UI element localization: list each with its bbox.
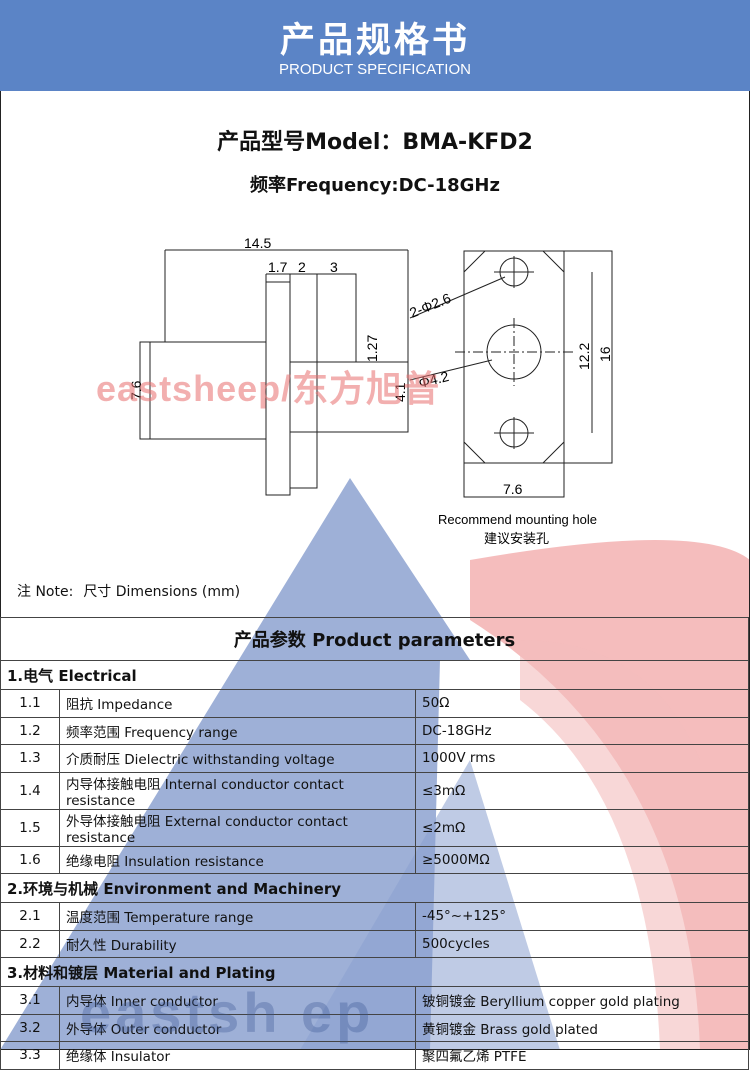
- param-name: 绝缘电阻 Insulation resistance: [59, 845, 416, 874]
- header-subtitle: PRODUCT SPECIFICATION: [279, 61, 471, 78]
- param-value: 500cycles: [415, 929, 749, 958]
- dim-center: Φ4.2: [417, 368, 451, 391]
- side-view: [139, 249, 409, 496]
- row-number: 1.2: [0, 716, 60, 745]
- param-name: 介质耐压 Dielectric withstanding voltage: [59, 744, 416, 773]
- dim-holes: 2-Φ2.6: [407, 290, 453, 321]
- param-value: -45°~+125°: [415, 902, 749, 931]
- row-number: 1.6: [0, 845, 60, 874]
- row-number: 1.1: [0, 689, 60, 718]
- note-dimensions: 尺寸 Dimensions (mm): [83, 584, 241, 600]
- drawing-caption-en: Recommend mounting hole: [438, 512, 597, 527]
- dim-c: 3: [330, 259, 338, 275]
- param-value: 50Ω: [415, 689, 749, 718]
- param-name: 耐久性 Durability: [59, 929, 416, 958]
- dimensions-note: 注 Note: 尺寸 Dimensions (mm): [17, 581, 250, 601]
- param-value: 黄铜镀金 Brass gold plated: [415, 1013, 749, 1042]
- param-value: DC-18GHz: [415, 716, 749, 745]
- param-value: 铍铜镀金 Beryllium copper gold plating: [415, 986, 749, 1015]
- dim-pitch: 12.2: [576, 343, 592, 370]
- param-value: ≥5000MΩ: [415, 845, 749, 874]
- note-label: 注 Note:: [17, 584, 74, 600]
- dim-height: 16: [597, 346, 613, 362]
- param-value: 1000V rms: [415, 744, 749, 773]
- row-number: 1.3: [0, 744, 60, 773]
- param-name: 阻抗 Impedance: [59, 689, 416, 718]
- dim-overall: 14.5: [244, 235, 271, 251]
- row-number: 1.4: [0, 771, 60, 810]
- dim-inner-dia: 4.1: [392, 382, 408, 402]
- frequency-title: 频率Frequency:DC-18GHz: [250, 175, 500, 196]
- row-number: 3.3: [0, 1041, 60, 1070]
- dim-width: 7.6: [503, 481, 523, 497]
- watermark-bottom: eastsh ep: [80, 981, 375, 1044]
- row-number: 1.5: [0, 808, 60, 847]
- dim-outer-dia: 7.6: [128, 380, 144, 400]
- section-row: 3.材料和镀层 Material and Plating: [0, 957, 749, 987]
- param-name: 温度范围 Temperature range: [59, 902, 416, 931]
- section-title: 2.环境与机械 Environment and Machinery: [0, 873, 749, 903]
- param-name: 外导体 Outer conductor: [59, 1013, 416, 1042]
- param-name: 频率范围 Frequency range: [59, 716, 416, 745]
- param-value: ≤2mΩ: [415, 808, 749, 847]
- section-row: 2.环境与机械 Environment and Machinery: [0, 873, 749, 903]
- param-name: 绝缘体 Insulator: [59, 1041, 416, 1070]
- technical-drawing: 14.5 1.7 2 3 7.6 1.27 4.1 2-Φ2.6 Φ4.2 12…: [128, 235, 613, 546]
- param-name: 内导体 Inner conductor: [59, 986, 416, 1015]
- section-row: 1.电气 Electrical: [0, 660, 749, 690]
- dim-pin-len: 1.27: [364, 335, 380, 362]
- params-caption-row: 产品参数 Product parameters: [0, 617, 749, 661]
- param-name: 外导体接触电阻 External conductor contact resis…: [59, 808, 416, 847]
- dim-b: 2: [298, 259, 306, 275]
- row-number: 2.2: [0, 929, 60, 958]
- page-header: 产品规格书 PRODUCT SPECIFICATION: [0, 0, 750, 91]
- section-title: 1.电气 Electrical: [0, 660, 749, 690]
- param-name: 内导体接触电阻 Internal conductor contact resis…: [59, 771, 416, 810]
- param-value: 聚四氟乙烯 PTFE: [415, 1041, 749, 1070]
- params-caption: 产品参数 Product parameters: [0, 617, 749, 661]
- header-title: 产品规格书: [279, 21, 470, 61]
- section-title: 3.材料和镀层 Material and Plating: [0, 957, 749, 987]
- drawing-caption-cn: 建议安装孔: [484, 531, 549, 546]
- param-value: ≤3mΩ: [415, 771, 749, 810]
- row-number: 3.2: [0, 1013, 60, 1042]
- front-view: [409, 250, 613, 498]
- watermark-top: eastsheep/东方旭普: [96, 368, 441, 409]
- row-number: 3.1: [0, 986, 60, 1015]
- model-title: 产品型号Model：BMA-KFD2: [217, 130, 533, 155]
- row-number: 2.1: [0, 902, 60, 931]
- dim-a: 1.7: [268, 259, 288, 275]
